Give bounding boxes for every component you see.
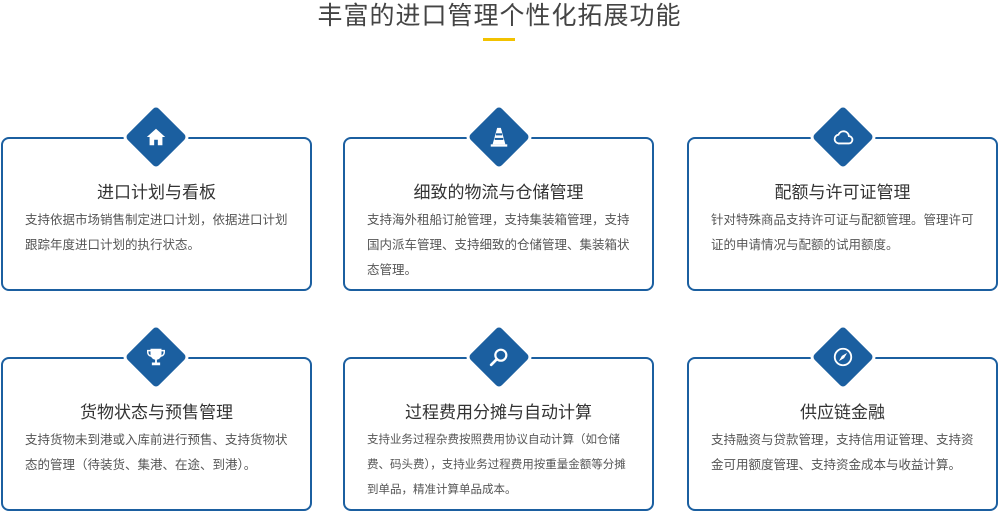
- home-icon: [134, 115, 178, 159]
- feature-description: 支持海外租船订舱管理，支持集装箱管理，支持国内派车管理、支持细致的仓储管理、集装…: [367, 212, 630, 277]
- heading-underline: [483, 38, 515, 41]
- feature-description: 针对特殊商品支持许可证与配额管理。管理许可证的申请情况与配额的试用额度。: [711, 212, 974, 252]
- search-icon: [477, 335, 521, 379]
- feature-title: 进口计划与看板: [97, 183, 216, 203]
- trophy-icon: [134, 335, 178, 379]
- feature-description: 支持业务过程杂费按照费用协议自动计算（如仓储费、码头费），支持业务过程费用按重量…: [367, 432, 626, 496]
- traffic-cone-icon: [477, 115, 521, 159]
- feature-title: 货物状态与预售管理: [80, 403, 233, 423]
- feature-title: 供应链金融: [800, 403, 885, 423]
- feature-description: 支持融资与贷款管理，支持信用证管理、支持资金可用额度管理、支持资金成本与收益计算…: [711, 432, 974, 472]
- feature-description: 支持依据市场销售制定进口计划，依据进口计划跟踪年度进口计划的执行状态。: [25, 212, 288, 252]
- feature-description: 支持货物未到港或入库前进行预售、支持货物状态的管理（待装货、集港、在途、到港）。: [25, 432, 288, 472]
- compass-icon: [821, 335, 865, 379]
- feature-title: 细致的物流与仓储管理: [413, 183, 584, 203]
- page-heading: 丰富的进口管理个性化拓展功能: [317, 1, 682, 30]
- feature-title: 过程费用分摊与自动计算: [405, 403, 592, 423]
- cloud-icon: [821, 115, 865, 159]
- feature-title: 配额与许可证管理: [774, 183, 911, 203]
